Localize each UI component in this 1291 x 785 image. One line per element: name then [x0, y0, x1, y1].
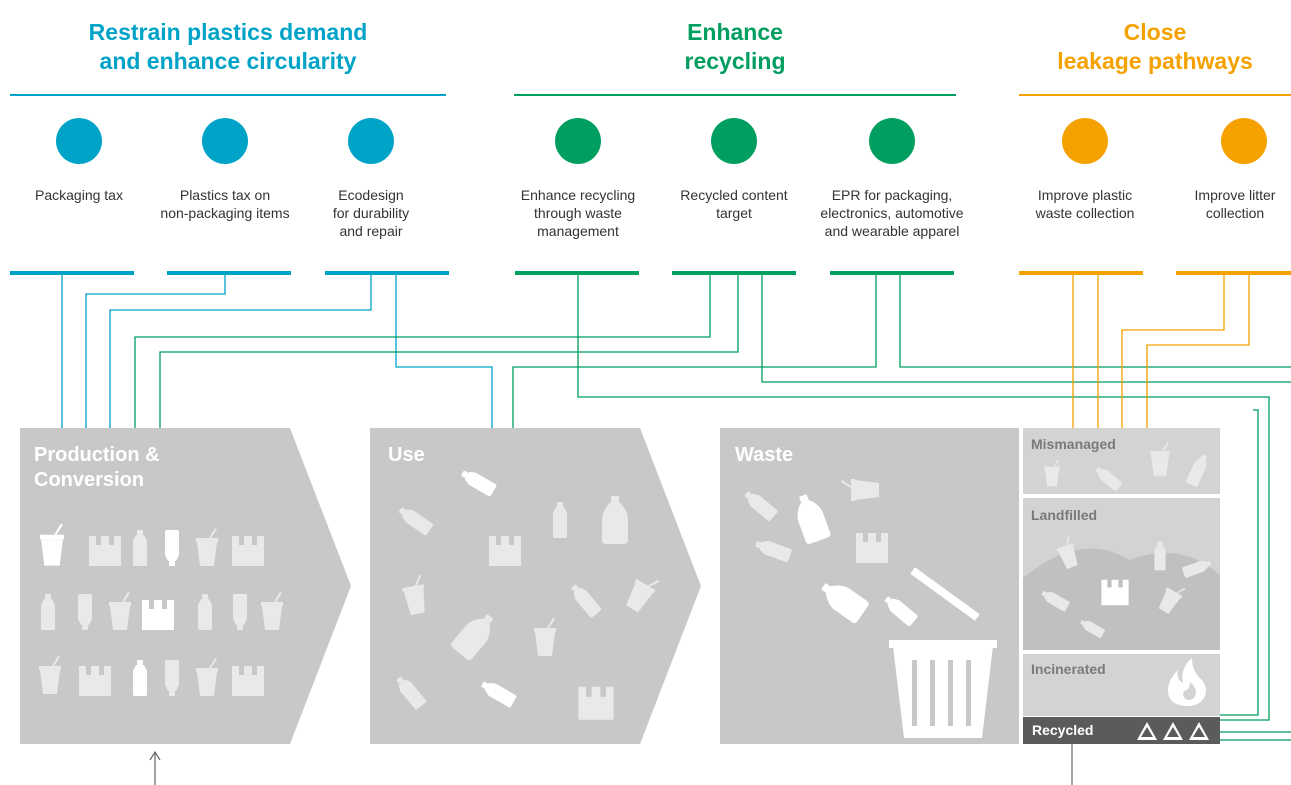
- group-title-line: Enhance: [687, 19, 783, 45]
- policy-label-line: collection: [1205, 205, 1265, 221]
- policy-label-line: Recycled content: [680, 187, 788, 203]
- policy-label-line: non-packaging items: [160, 205, 290, 221]
- policy-dot-icon: [348, 118, 394, 164]
- policy-dot-icon: [202, 118, 248, 164]
- stage-label-use: Use: [388, 444, 425, 466]
- policy-label-ecodesign: Ecodesign for durability and repair: [296, 186, 446, 240]
- policy-label-line: Packaging tax: [35, 187, 123, 203]
- policy-dot-icon: [1221, 118, 1267, 164]
- flame-icon: [1168, 658, 1206, 706]
- policy-label-line: for durability: [332, 205, 410, 221]
- policy-bar: [1176, 271, 1291, 275]
- policy-label-line: management: [537, 223, 619, 239]
- policy-bar: [325, 271, 449, 275]
- policy-label-line: through waste: [534, 205, 622, 221]
- policy-label-line: target: [716, 205, 752, 221]
- recycle-icon: [1137, 722, 1209, 740]
- policy-dot-icon: [1062, 118, 1108, 164]
- policy-label-line: waste collection: [1035, 205, 1135, 221]
- group-title-line: recycling: [684, 48, 786, 74]
- fate-label-mismanaged: Mismanaged: [1031, 436, 1116, 452]
- group-underline-green: [514, 94, 956, 96]
- policy-label-line: and repair: [339, 223, 403, 239]
- policy-bar: [10, 271, 134, 275]
- fate-label-landfilled: Landfilled: [1031, 507, 1098, 523]
- policy-dot-icon: [869, 118, 915, 164]
- group-title-line: Close: [1123, 19, 1187, 45]
- policy-dot-icon: [56, 118, 102, 164]
- group-title-line: leakage pathways: [1057, 48, 1253, 74]
- policy-label-line: Improve plastic: [1037, 187, 1133, 203]
- stage-label-production: Production & Conversion: [34, 443, 160, 493]
- policy-label-recycled-content: Recycled content target: [654, 186, 814, 222]
- policy-label-line: and wearable apparel: [824, 223, 960, 239]
- policy-label-litter-collection: Improve litter collection: [1180, 186, 1290, 222]
- fate-label-incinerated: Incinerated: [1031, 661, 1106, 677]
- fate-label-recycled: Recycled: [1032, 722, 1094, 738]
- policy-bar: [1019, 271, 1143, 275]
- policy-label-plastics-tax: Plastics tax on non-packaging items: [150, 186, 300, 222]
- group-title-recycling: Enhance recycling: [514, 18, 956, 76]
- policy-label-line: electronics, automotive: [820, 205, 964, 221]
- trash-bin-icon: [889, 567, 997, 738]
- arrow-icon: [149, 744, 1073, 785]
- group-underline-blue: [10, 94, 446, 96]
- policy-label-waste-management: Enhance recycling through waste manageme…: [498, 186, 658, 240]
- policy-dot-icon: [711, 118, 757, 164]
- policy-bar: [672, 271, 796, 275]
- group-title-line: Restrain plastics demand: [88, 19, 368, 45]
- production-stage-shape: [20, 428, 351, 744]
- policy-bar: [167, 271, 291, 275]
- policy-bar: [515, 271, 639, 275]
- policy-label-line: Improve litter: [1194, 187, 1276, 203]
- policy-label-line: EPR for packaging,: [831, 187, 953, 203]
- group-title-leakage: Close leakage pathways: [1019, 18, 1291, 76]
- policy-label-line: Plastics tax on: [179, 187, 271, 203]
- group-underline-orange: [1019, 94, 1291, 96]
- policy-dot-icon: [555, 118, 601, 164]
- stage-label-waste: Waste: [735, 444, 794, 466]
- policy-label-line: Ecodesign: [338, 187, 404, 203]
- stage-label-line: Production &: [34, 444, 160, 466]
- policy-bar: [830, 271, 954, 275]
- group-title-demand: Restrain plastics demand and enhance cir…: [10, 18, 446, 76]
- policy-label-waste-collection: Improve plastic waste collection: [1010, 186, 1160, 222]
- policy-label-packaging-tax: Packaging tax: [4, 186, 154, 204]
- stage-label-line: Conversion: [34, 469, 145, 491]
- recycled-box: [1023, 717, 1220, 744]
- policy-label-epr: EPR for packaging, electronics, automoti…: [802, 186, 982, 240]
- policy-label-line: Enhance recycling: [520, 187, 636, 203]
- group-title-line: and enhance circularity: [99, 48, 357, 74]
- connector-lines: [61, 275, 1291, 741]
